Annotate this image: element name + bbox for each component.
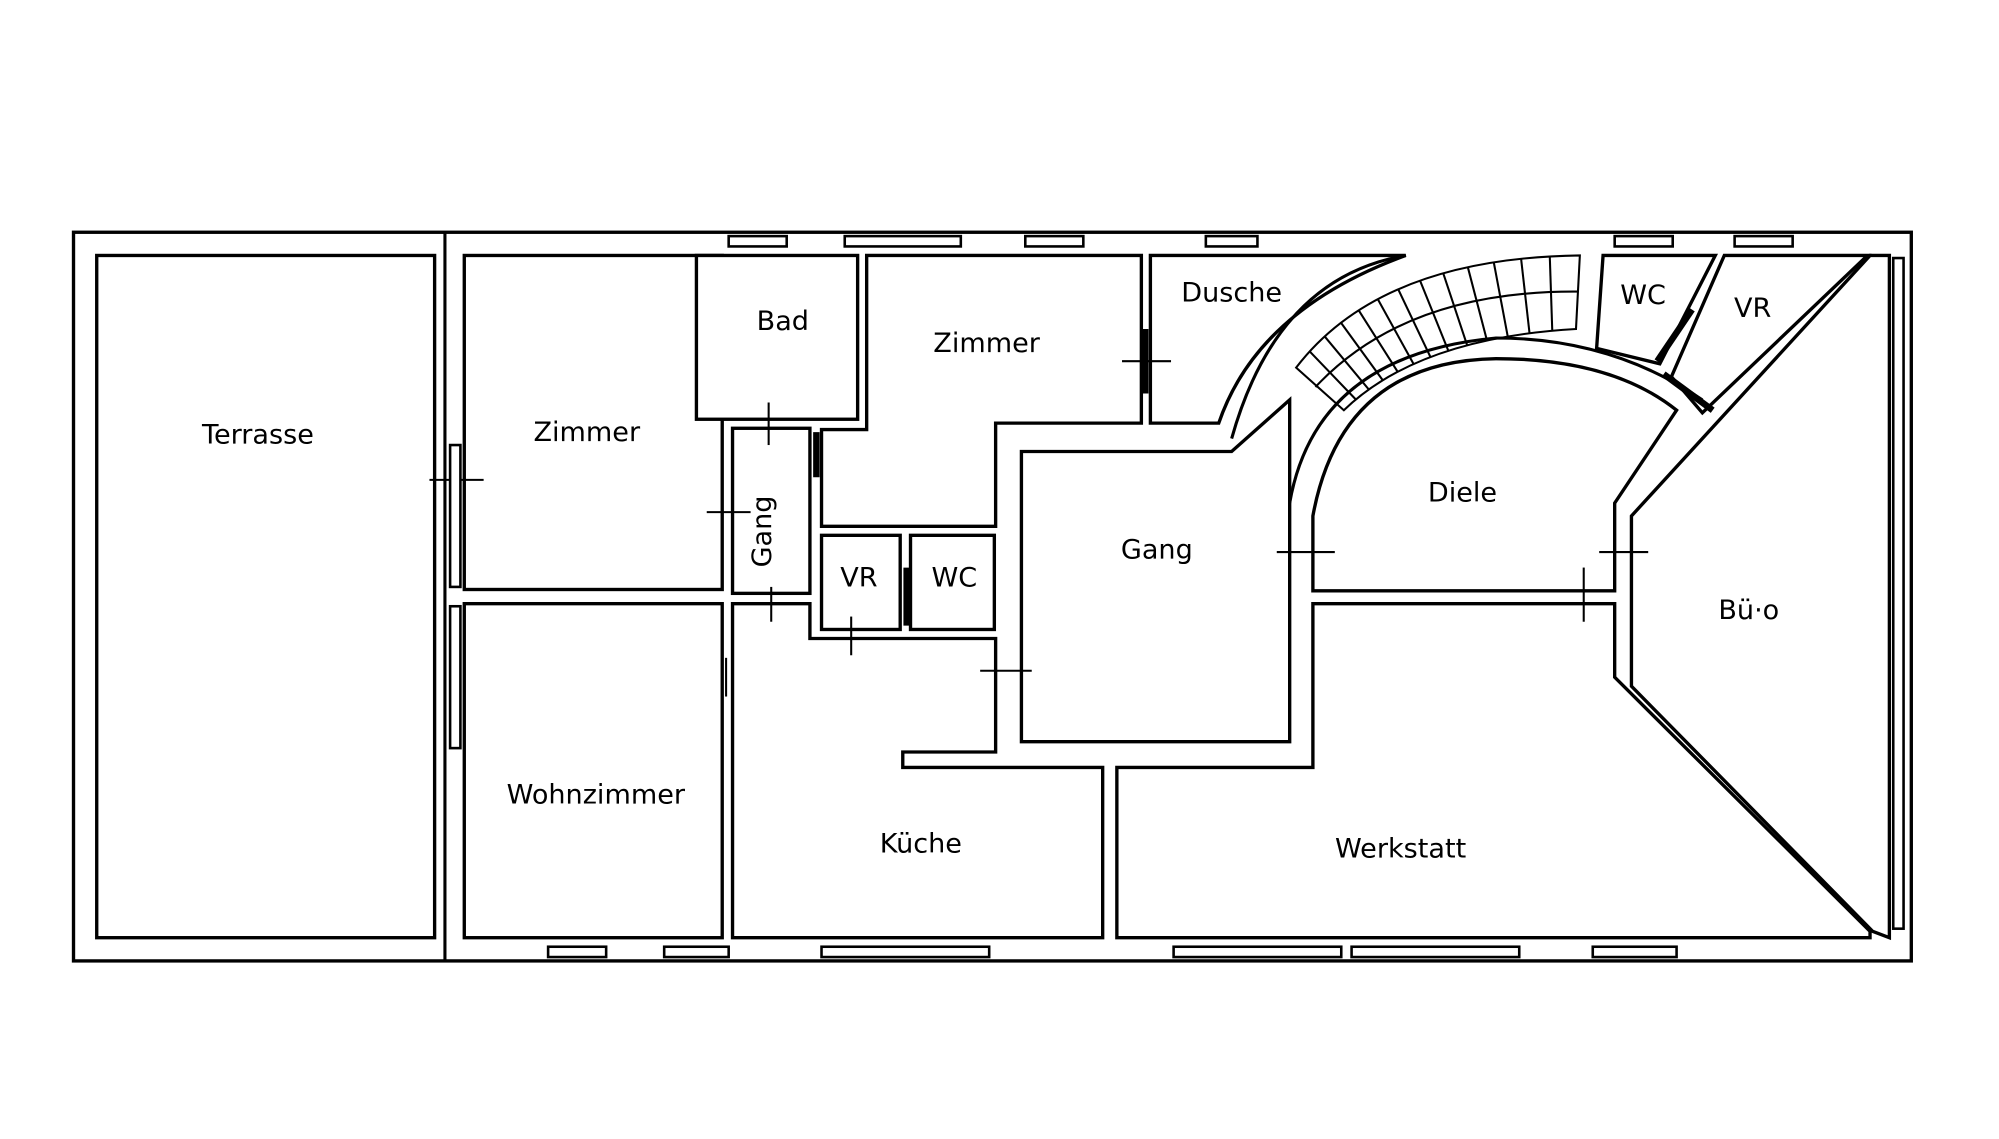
stair-tread [1376, 298, 1415, 365]
room-wohnzimmer [462, 601, 724, 940]
room-vr-left [819, 533, 902, 632]
stair-tread [1397, 288, 1432, 358]
label-terrasse: Terrasse [201, 420, 314, 451]
label-kueche: Küche [880, 828, 962, 859]
room-zimmer-top [819, 253, 1144, 528]
room-diele [1311, 356, 1679, 593]
room-gang [1019, 396, 1292, 744]
label-zimmer-left: Zimmer [533, 417, 640, 448]
door-marks [429, 307, 1715, 697]
windows [448, 234, 1905, 959]
stair-tread [1308, 350, 1357, 401]
rooms [462, 253, 1892, 941]
room-terrasse [95, 253, 437, 940]
label-wc-right: WC [1620, 280, 1666, 311]
room-buero [1629, 253, 1892, 941]
label-werkstatt: Werkstatt [1335, 834, 1466, 865]
label-wc-left: WC [932, 563, 978, 594]
label-vr-left: VR [840, 563, 878, 594]
label-dusche: Dusche [1181, 278, 1282, 309]
stair-tread [1419, 280, 1450, 352]
stair-tread [1548, 256, 1554, 331]
stair-tread [1323, 335, 1370, 391]
stair-tread [1466, 266, 1488, 341]
label-gang: Gang [1121, 534, 1193, 565]
room-werkstatt [1115, 601, 1872, 940]
label-gang-small: Gang [747, 495, 778, 567]
staircase [1230, 253, 1704, 504]
room-wc-right [1594, 253, 1719, 366]
room-zimmer-left [462, 253, 724, 592]
stair-tread [1357, 309, 1399, 373]
label-vr-right: VR [1734, 293, 1772, 324]
label-zimmer-top: Zimmer [933, 328, 1040, 359]
stair-tread [1340, 322, 1384, 381]
room-kueche [730, 601, 1105, 940]
room-labels: Terrasse Zimmer Wohnzimmer Bad Zimmer Ga… [201, 278, 1779, 865]
room-dusche [1148, 253, 1407, 425]
label-diele: Diele [1428, 478, 1497, 509]
label-buero: Bü·o [1718, 595, 1779, 626]
room-wc-left [908, 533, 997, 632]
stair-tread [1442, 272, 1469, 346]
room-bad [694, 253, 860, 421]
stair-tread [1492, 262, 1509, 337]
stair-tread [1520, 258, 1531, 334]
room-vr-right [1669, 253, 1872, 416]
label-wohnzimmer: Wohnzimmer [507, 779, 686, 810]
label-bad: Bad [757, 306, 809, 337]
room-gang-small [730, 426, 812, 596]
